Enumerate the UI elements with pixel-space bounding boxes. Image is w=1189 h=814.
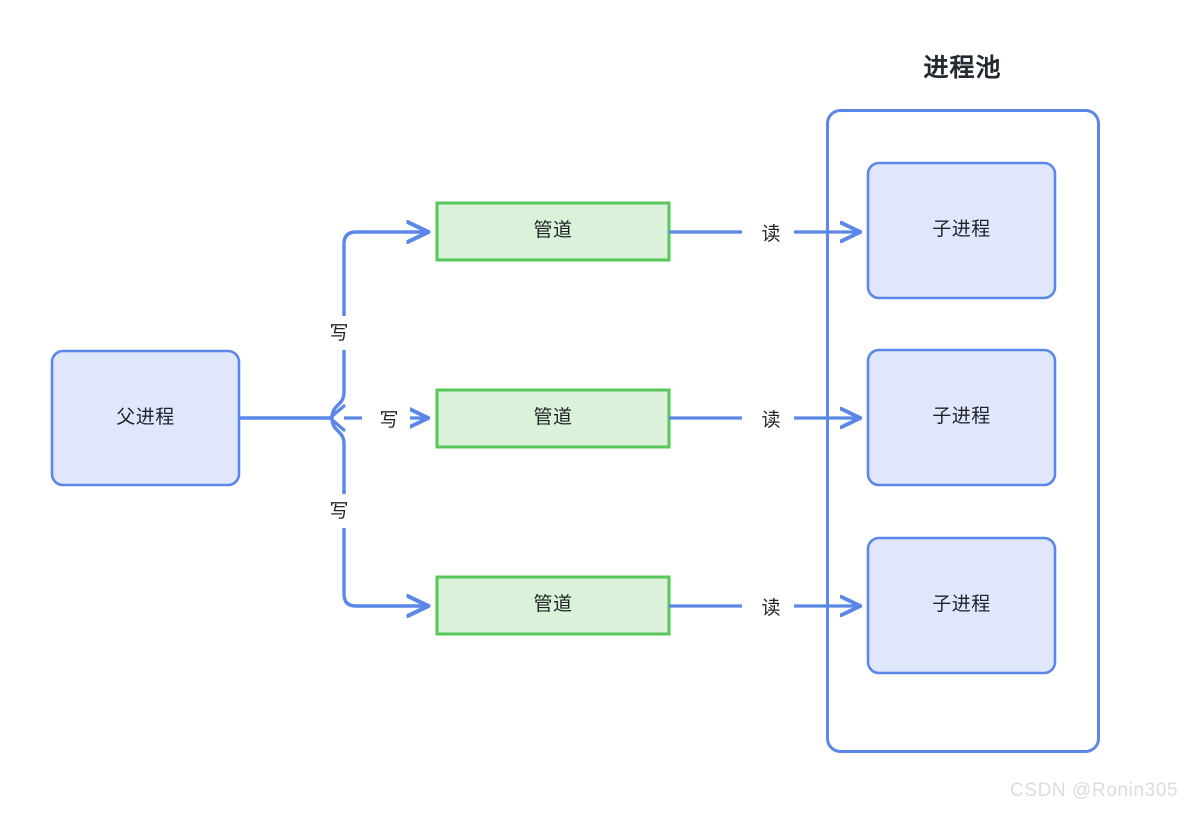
read-label-row2: 读 — [748, 403, 794, 437]
row1-write-branch-elbow — [342, 232, 428, 316]
write-label-row2: 写 — [368, 403, 410, 437]
pipe-box-row2[interactable] — [435, 388, 671, 449]
write-label-row1: 写 — [318, 316, 360, 350]
child-process-box-row3[interactable] — [866, 536, 1057, 675]
parent-process-box[interactable] — [50, 349, 241, 487]
write-label-row3: 写 — [318, 494, 360, 528]
read-label-row3: 读 — [748, 591, 794, 625]
child-process-box-row1[interactable] — [866, 161, 1057, 300]
pipe-box-row3[interactable] — [435, 575, 671, 636]
junction-chevron-icon — [328, 404, 346, 432]
pipe-box-row1[interactable] — [435, 201, 671, 262]
read-label-row1: 读 — [748, 217, 794, 251]
row3-write-branch-elbow — [342, 522, 428, 606]
child-process-box-row2[interactable] — [866, 348, 1057, 487]
csdn-watermark: CSDN @Ronin305 — [1010, 780, 1179, 801]
pool-title: 进程池 — [923, 54, 1002, 82]
